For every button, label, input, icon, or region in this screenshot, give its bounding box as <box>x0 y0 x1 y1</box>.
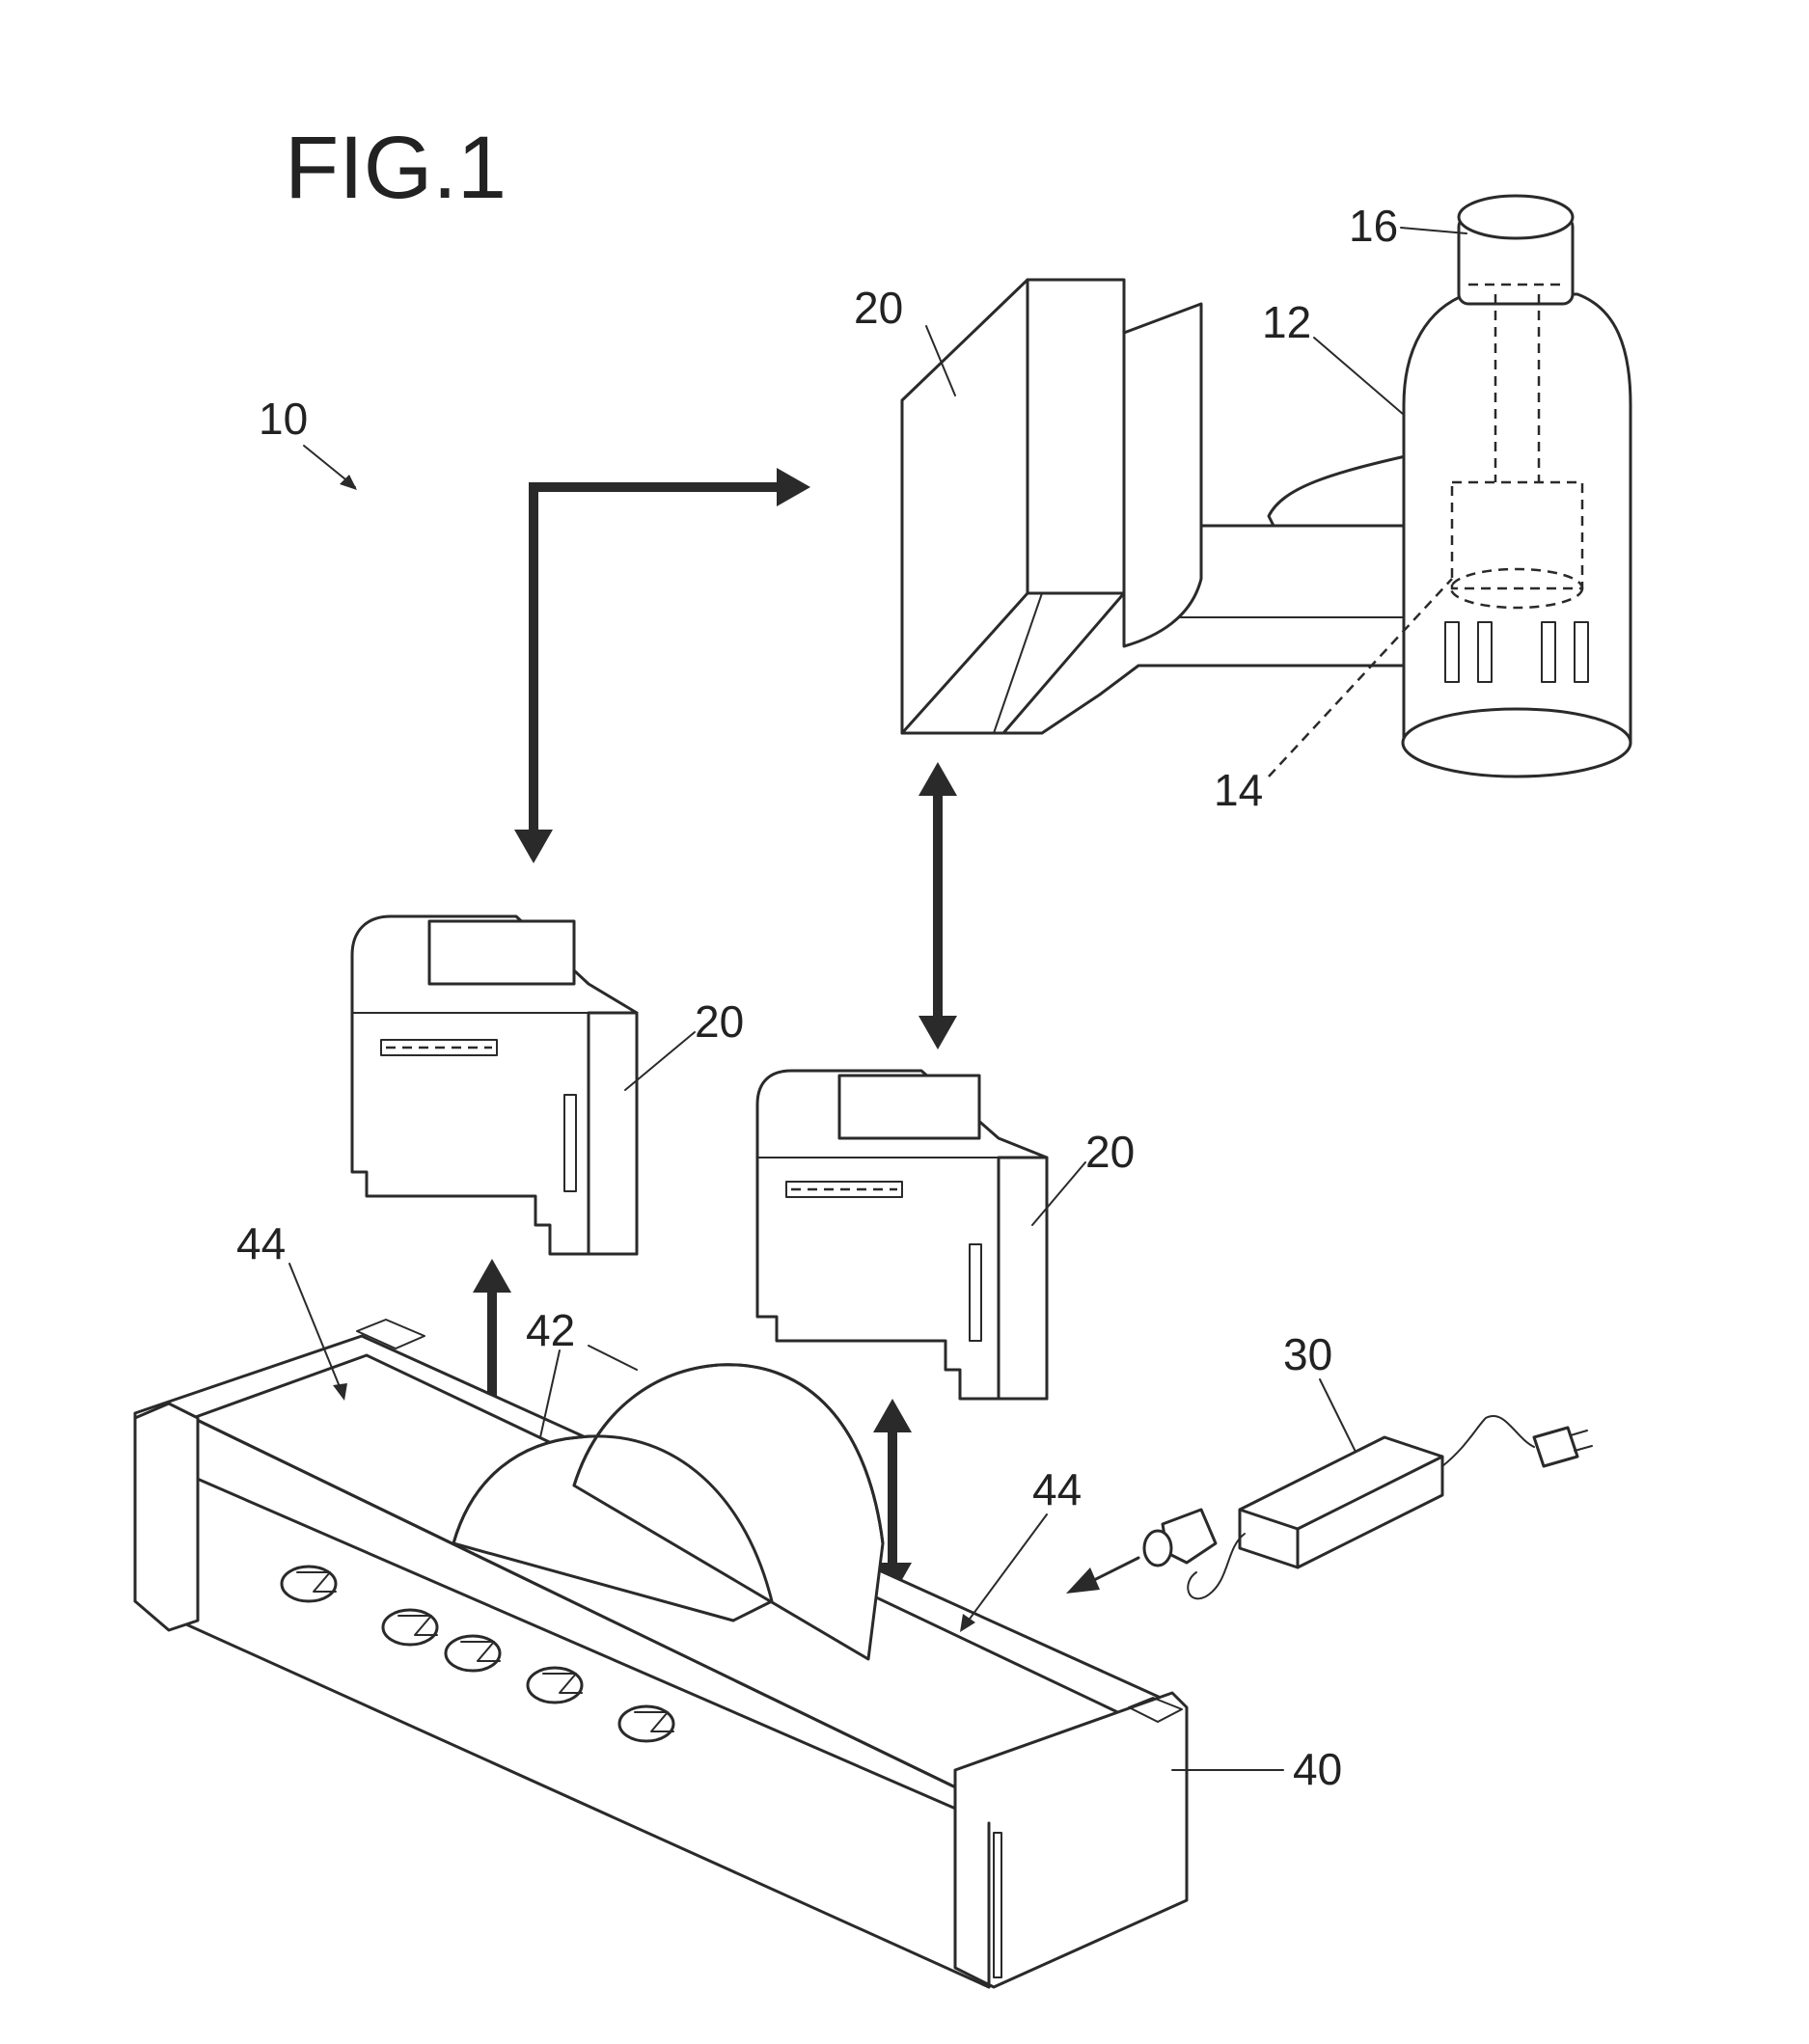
label-40: 40 <box>1293 1744 1342 1794</box>
label-20-right: 20 <box>1085 1127 1135 1177</box>
connector-arrow <box>1066 1558 1138 1594</box>
label-10: 10 <box>259 394 308 444</box>
ac-adapter <box>1144 1416 1592 1598</box>
label-10-arrow <box>304 446 357 490</box>
label-12-leader <box>1314 338 1404 415</box>
label-44-left: 44 <box>236 1218 286 1268</box>
label-20-top: 20 <box>854 283 903 333</box>
label-20-left: 20 <box>695 996 744 1047</box>
double-arrow-tool <box>918 762 957 1049</box>
label-42-leader-b <box>589 1346 637 1370</box>
label-16: 16 <box>1349 201 1398 251</box>
label-30: 30 <box>1283 1329 1332 1379</box>
l-shaped-arrow <box>514 468 810 863</box>
battery-left <box>352 916 637 1254</box>
label-44-right: 44 <box>1032 1464 1082 1514</box>
battery-right <box>757 1071 1047 1399</box>
label-14: 14 <box>1214 765 1263 815</box>
label-16-leader <box>1401 228 1466 233</box>
label-44-right-leader <box>960 1514 1047 1632</box>
label-42: 42 <box>526 1305 575 1355</box>
figure-title: FIG.1 <box>285 119 507 217</box>
label-12: 12 <box>1262 297 1311 347</box>
label-30-leader <box>1320 1379 1356 1452</box>
